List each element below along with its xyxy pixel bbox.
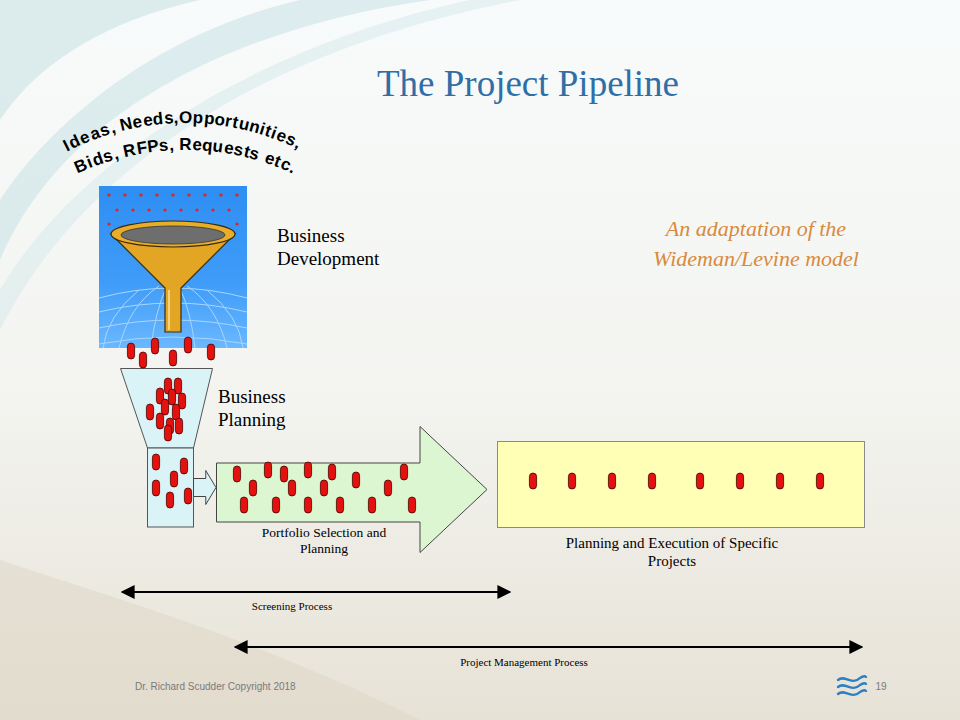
- funnel-shape: [99, 186, 247, 348]
- arch-letter: s: [163, 104, 174, 132]
- funnel-clipart: [99, 186, 247, 348]
- project-pill: [233, 466, 240, 482]
- input-arch-text: Ideas, Needs,Opportunities, Bids, RFPs, …: [28, 104, 342, 158]
- background-swoosh: [0, 0, 200, 120]
- stage-label: Planning and Execution of Specific Proje…: [545, 534, 799, 571]
- project-pill: [696, 473, 703, 489]
- span-label: Screening Process: [192, 599, 392, 613]
- planning-shape: [120, 368, 213, 528]
- project-box: [498, 442, 865, 528]
- project-pill: [174, 378, 181, 394]
- project-pill: [172, 404, 179, 420]
- project-pill: [152, 480, 159, 496]
- arch-letter: [174, 131, 180, 158]
- arch-letter: ,: [173, 104, 179, 131]
- project-pill: [736, 473, 743, 489]
- project-pill: [529, 473, 536, 489]
- project-pill: [164, 378, 171, 394]
- stage-label: Portfolio Selection and Planning: [239, 525, 409, 558]
- project-pill: [139, 352, 146, 368]
- project-pill: [608, 473, 615, 489]
- stage-box: Planning and Execution of Specific Proje…: [497, 441, 865, 581]
- project-pill: [288, 480, 295, 496]
- slide-title: The Project Pipeline: [310, 62, 746, 106]
- span-arrow: [122, 591, 510, 593]
- arch-letter: p: [192, 104, 204, 131]
- project-pill: [249, 480, 256, 496]
- planning-stem: [148, 448, 194, 527]
- arch-letter: q: [201, 132, 214, 160]
- project-pill: [168, 389, 175, 405]
- project-pill: [184, 488, 191, 504]
- copyright-footer: Dr. Richard Scudder Copyright 2018: [135, 681, 395, 693]
- project-pill: [170, 471, 177, 487]
- project-pill: [151, 338, 158, 354]
- stage-label: Business Planning: [218, 385, 308, 431]
- arch-letter: s: [158, 132, 170, 160]
- arch-letter: e: [192, 131, 203, 158]
- project-pill: [280, 466, 287, 482]
- project-pill: [352, 472, 359, 488]
- project-pill: [648, 473, 655, 489]
- project-pill: [156, 413, 163, 429]
- arch-letter: p: [203, 105, 216, 133]
- project-pill: [400, 464, 407, 480]
- project-pill: [127, 343, 134, 359]
- project-pill: [207, 344, 214, 360]
- project-pill: [384, 480, 391, 496]
- project-pill: [169, 350, 176, 366]
- background-swoosh: [0, 0, 520, 330]
- project-pill: [146, 404, 153, 420]
- project-pill: [178, 393, 185, 409]
- project-pill: [272, 497, 279, 513]
- project-pill: [328, 464, 335, 480]
- arch-letter: ,: [168, 131, 174, 158]
- stage-label: Business Development: [277, 224, 397, 270]
- arch-letter: P: [146, 132, 161, 160]
- project-pill: [175, 418, 182, 434]
- project-pill: [320, 480, 327, 496]
- project-pill: [776, 473, 783, 489]
- project-pill: [240, 497, 247, 513]
- project-pill: [408, 497, 415, 513]
- stage-funnel: Business Development: [99, 186, 391, 348]
- box-shape: [497, 441, 865, 528]
- project-pill: [264, 462, 271, 478]
- span-label: Project Management Process: [394, 655, 654, 669]
- project-pill: [180, 458, 187, 474]
- project-pill: [304, 462, 311, 478]
- flow-arrow: [194, 471, 217, 505]
- project-pill: [816, 473, 823, 489]
- project-pill: [166, 492, 173, 508]
- project-pill: [336, 497, 343, 513]
- planning-hopper: [121, 369, 213, 449]
- project-pill: [184, 337, 191, 353]
- arch-letter: d: [152, 105, 165, 133]
- project-pill: [568, 473, 575, 489]
- project-pill: [164, 425, 171, 441]
- project-pill: [166, 418, 173, 434]
- project-pill: [152, 454, 159, 470]
- background-swoosh: [0, 560, 420, 720]
- span-arrow: [235, 646, 862, 648]
- slide-number: 19: [866, 681, 896, 693]
- model-note: An adaptation of the Wideman/Levine mode…: [630, 214, 882, 274]
- project-pill: [368, 497, 375, 513]
- logo-waves: [838, 676, 866, 695]
- project-pill: [161, 399, 168, 415]
- arch-letter: O: [179, 104, 192, 131]
- stage-arrow: Portfolio Selection and Planning: [216, 426, 488, 566]
- arch-letter: R: [179, 131, 191, 158]
- project-pill: [304, 497, 311, 513]
- project-pill: [156, 388, 163, 404]
